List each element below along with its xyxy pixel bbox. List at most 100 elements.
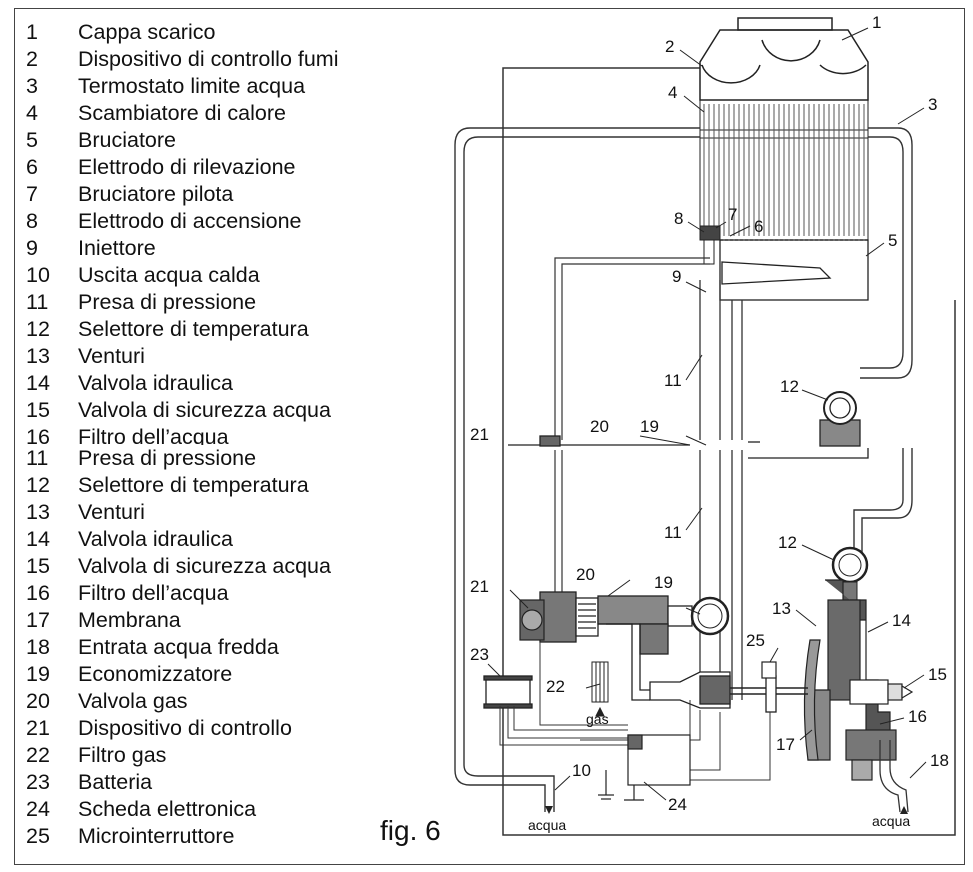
callout-22: 22 [546, 677, 565, 696]
battery [483, 675, 533, 709]
callout-12-lower: 12 [778, 533, 797, 552]
economizer [690, 596, 730, 636]
legend-number: 5 [26, 128, 38, 152]
legend-number: 7 [26, 182, 38, 206]
legend-label: Valvola idraulica [78, 527, 233, 551]
legend-number: 2 [26, 47, 38, 71]
pilot-burner [699, 225, 721, 265]
venturi-block [649, 671, 808, 713]
legend-label: Elettrodo di accensione [78, 209, 302, 233]
callout-2: 2 [665, 37, 674, 56]
legend-number: 23 [26, 770, 50, 794]
legend-number: 13 [26, 344, 50, 368]
control-device [519, 599, 545, 641]
legend-number: 6 [26, 155, 38, 179]
gas-inlet-label: gas [586, 711, 609, 727]
legend-row: 12 Selettore di temperatura [26, 317, 446, 344]
hot-water-pipe [454, 127, 913, 812]
legend-label: Selettore di temperatura [78, 473, 309, 497]
legend-label: Filtro gas [78, 743, 167, 767]
callout-17: 17 [776, 735, 795, 754]
callout-3: 3 [928, 95, 937, 114]
callout-4: 4 [668, 83, 677, 102]
burner [719, 239, 869, 301]
callout-23: 23 [470, 645, 489, 664]
legend-label: Entrata acqua fredda [78, 635, 279, 659]
callout-11-upper: 11 [664, 371, 682, 390]
legend-number: 20 [26, 689, 50, 713]
callout-12-upper: 12 [780, 377, 799, 396]
legend-number: 12 [26, 473, 50, 497]
electronic-board [598, 734, 691, 801]
water-safety-valve [849, 679, 914, 705]
exhaust-hood [699, 17, 869, 101]
callout-numbers: 1 2 3 4 5 6 7 8 9 11 12 21 20 19 11 12 1… [470, 13, 949, 814]
legend-label: Iniettore [78, 236, 156, 260]
legend-row: 15 Valvola di sicurezza acqua [26, 398, 446, 425]
heat-exchanger-fins [703, 104, 865, 236]
legend-number: 15 [26, 554, 50, 578]
legend-label: Presa di pressione [78, 290, 257, 314]
legend-label: Dispositivo di controllo [78, 716, 292, 740]
legend-number: 9 [26, 236, 38, 260]
legend-label: Valvola di sicurezza acqua [78, 398, 331, 422]
callout-1: 1 [872, 13, 881, 32]
callout-16: 16 [908, 707, 927, 726]
legend-number: 10 [26, 263, 50, 287]
legend-label: Selettore di temperatura [78, 317, 309, 341]
callout-13: 13 [772, 599, 791, 618]
callout-15: 15 [928, 665, 947, 684]
legend-row: 20 Valvola gas [26, 689, 446, 716]
flow-arrows [545, 806, 908, 814]
legend-row: 14 Valvola idraulica [26, 527, 446, 554]
hot-water-outlet-label: acqua [528, 817, 566, 833]
micro-switch [761, 661, 777, 679]
legend-row: 6 Elettrodo di rilevazione [26, 155, 446, 182]
legend-label: Economizzatore [78, 662, 233, 686]
legend-number: 3 [26, 74, 38, 98]
legend-number: 14 [26, 527, 50, 551]
legend-label: Bruciatore [78, 128, 176, 152]
legend-number: 4 [26, 101, 38, 125]
water-return-pipe [853, 448, 913, 560]
legend-number: 12 [26, 317, 50, 341]
callout-20-lower: 20 [576, 565, 595, 584]
legend-label: Valvola gas [78, 689, 188, 713]
temperature-selector [831, 546, 869, 611]
legend-number: 18 [26, 635, 50, 659]
callout-7: 7 [728, 205, 737, 224]
callout-5: 5 [888, 231, 897, 250]
legend-row: 11 Presa di pressione [26, 290, 446, 317]
legend-label: Presa di pressione [78, 446, 257, 470]
legend-row: 7 Bruciatore pilota [26, 182, 446, 209]
wiring [499, 642, 771, 781]
legend-label: Scheda elettronica [78, 797, 257, 821]
callout-14: 14 [892, 611, 911, 630]
legend-number: 1 [26, 20, 38, 44]
legend-label: Elettrodo di rilevazione [78, 155, 296, 179]
legend-label: Filtro dell’acqua [78, 425, 229, 445]
gas-supply-pipe [699, 280, 743, 700]
legend-label: Bruciatore pilota [78, 182, 234, 206]
legend-number: 17 [26, 608, 50, 632]
pilot-pipe [554, 257, 710, 598]
legend-label: Filtro dell’acqua [78, 581, 229, 605]
cold-water-inlet-label: acqua [872, 813, 910, 829]
appliance-casing [502, 67, 956, 836]
legend-number: 11 [26, 290, 49, 314]
legend-number: 15 [26, 398, 50, 422]
